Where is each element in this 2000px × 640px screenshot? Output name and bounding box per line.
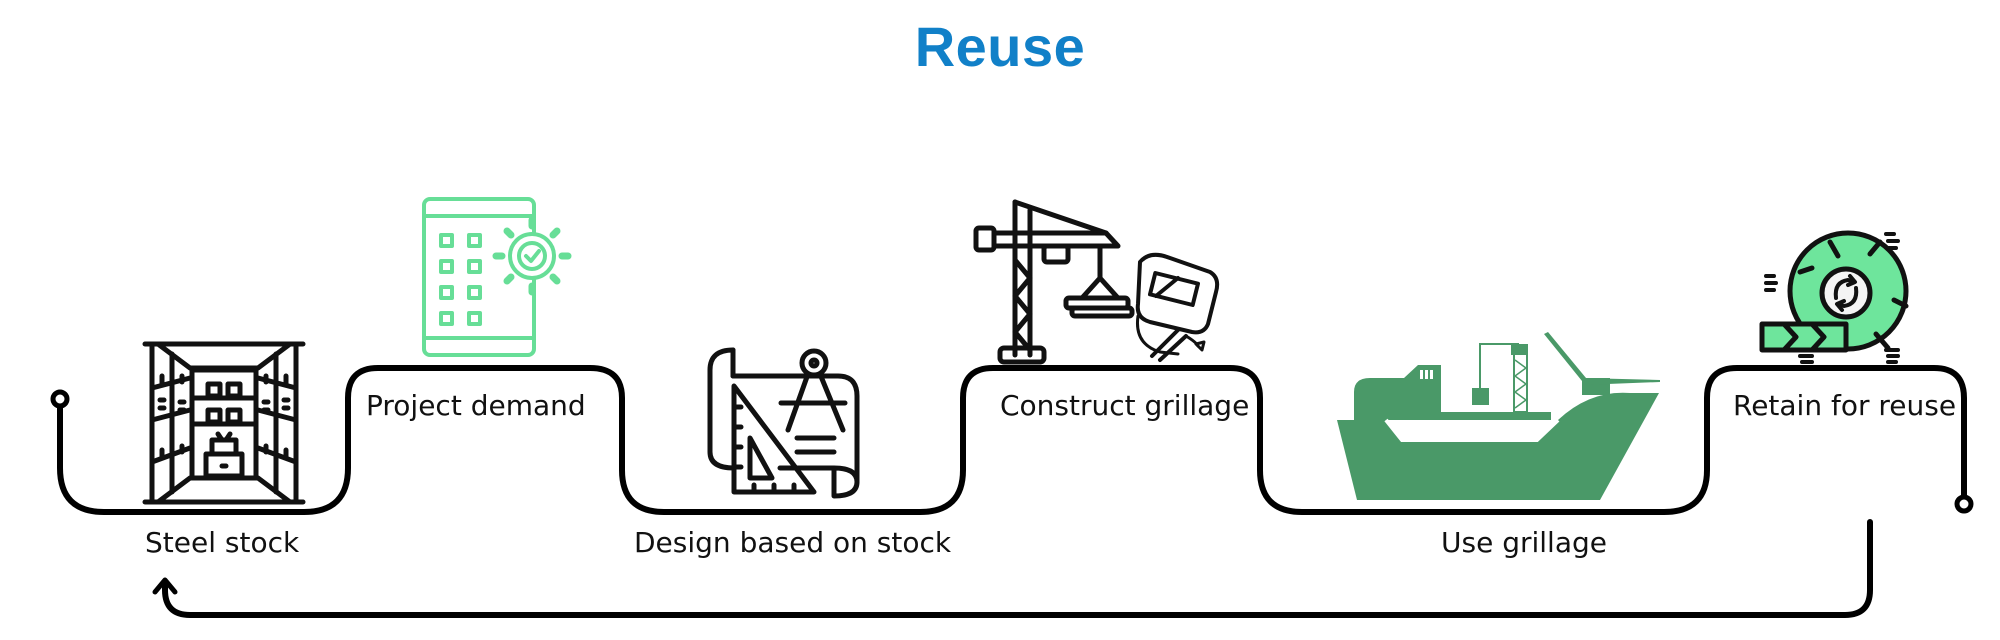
diagram-title: Reuse: [914, 15, 1086, 78]
crane-welding-mask-icon: [973, 199, 1220, 365]
step-label-use-grillage: Use grillage: [1441, 526, 1607, 559]
recycle-coil-icon: [1759, 230, 1909, 364]
step-label-steel-stock: Steel stock: [145, 526, 300, 559]
timeline-end-node: [1954, 494, 1974, 514]
step-label-construct-grillage: Construct grillage: [1000, 389, 1250, 422]
step-label-retain-for-reuse: Retain for reuse: [1733, 389, 1957, 422]
return-arrow-head: [152, 577, 178, 595]
step-label-design-based-on-stock: Design based on stock: [634, 526, 952, 559]
tablet-gear-check-icon: [422, 197, 572, 357]
ship-icon: [1337, 332, 1660, 500]
timeline-start-node: [50, 389, 70, 409]
blueprint-compass-triangle-icon: [707, 347, 860, 499]
step-label-project-demand: Project demand: [366, 389, 586, 422]
timeline-path: [57, 365, 1967, 515]
return-arrow: [162, 519, 1873, 618]
warehouse-shelves-icon: [142, 341, 306, 505]
